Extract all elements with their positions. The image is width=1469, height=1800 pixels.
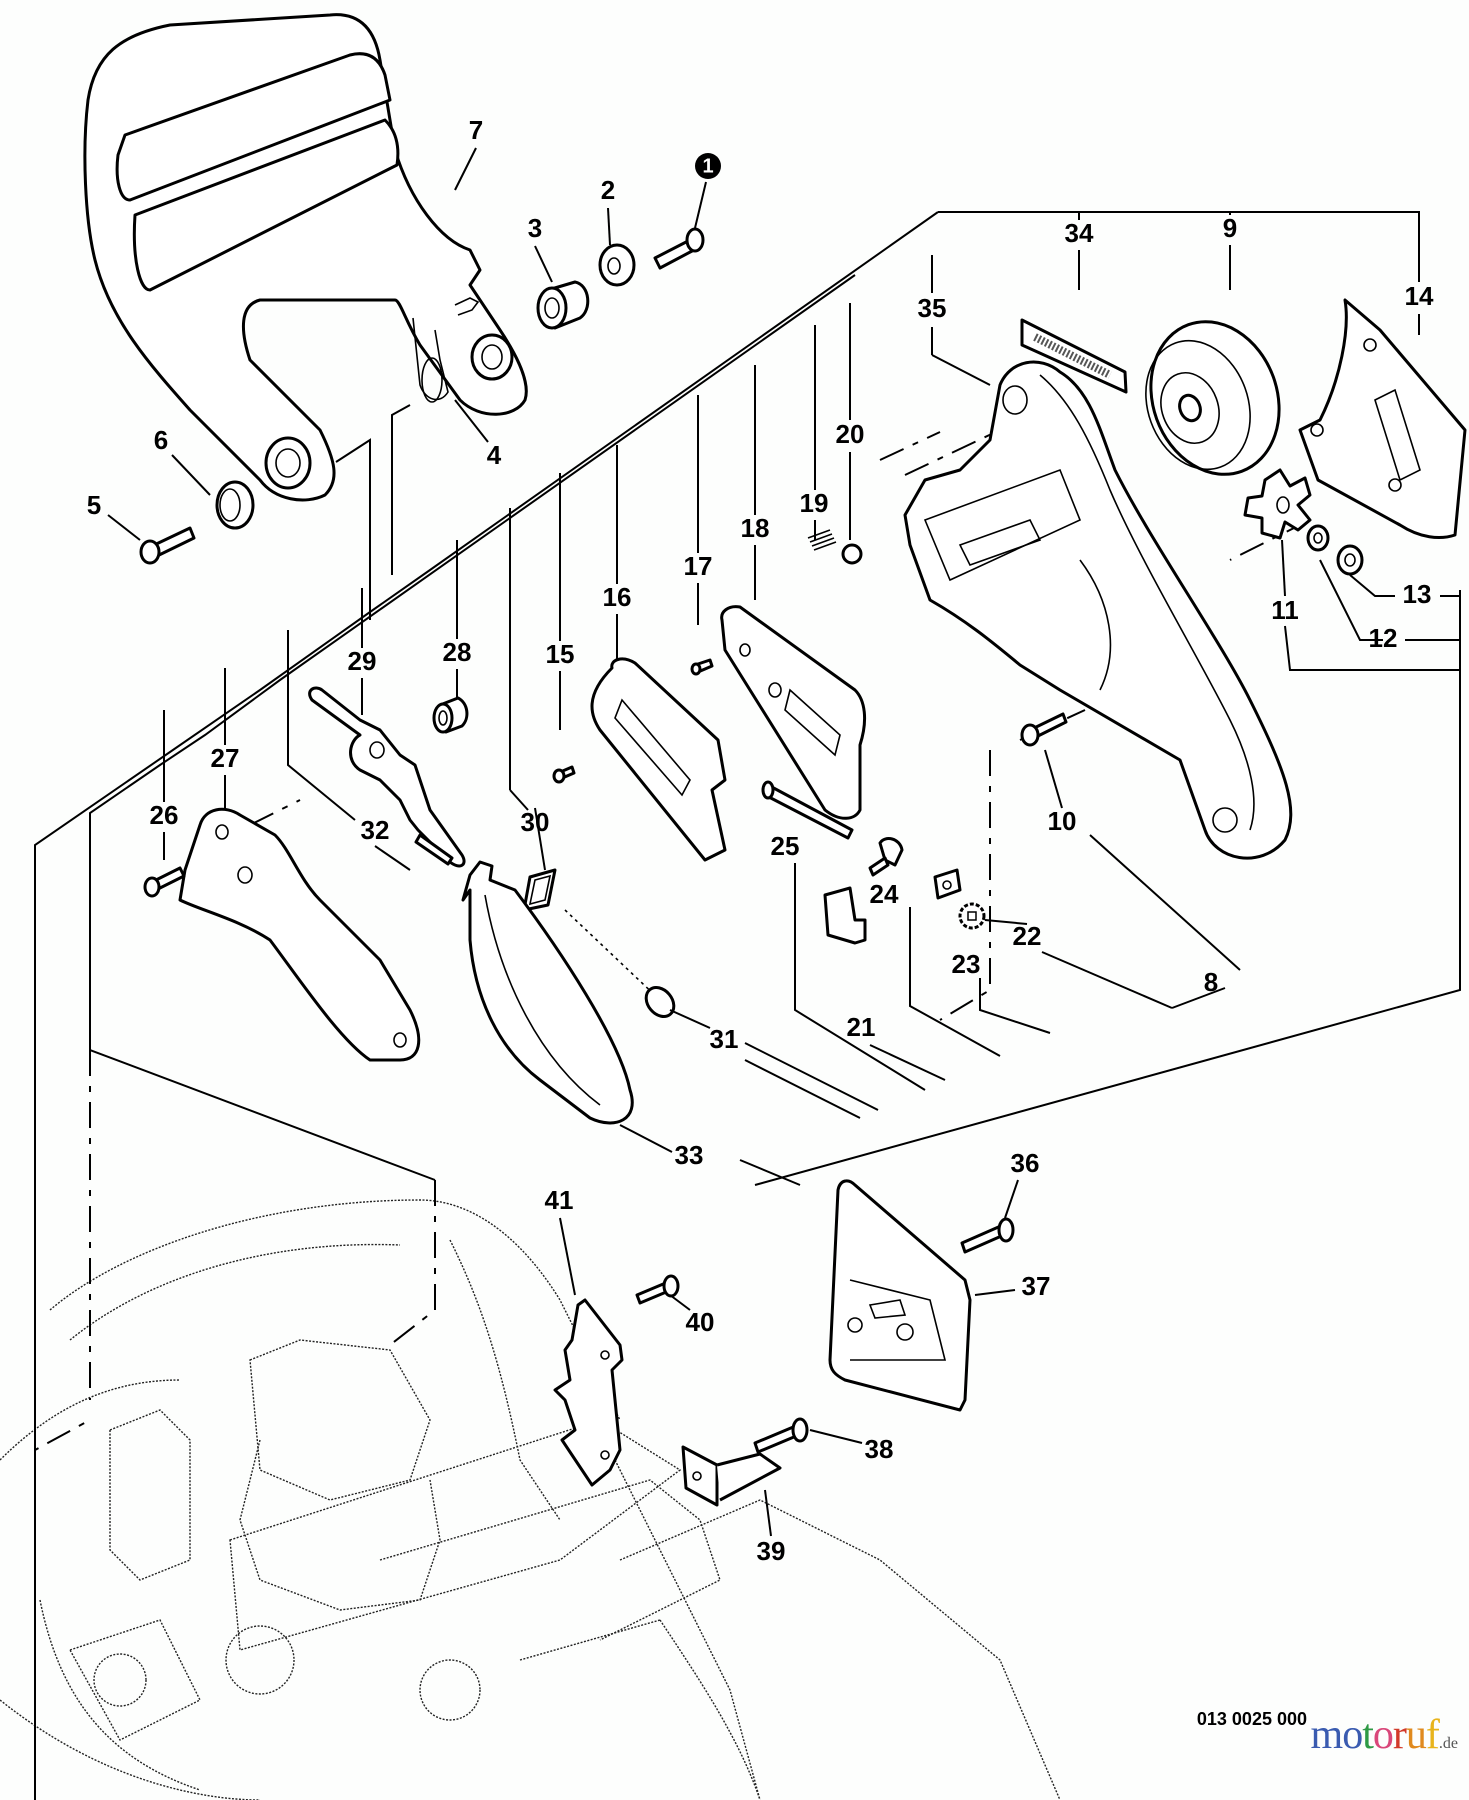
clip-part-21 bbox=[823, 886, 867, 945]
leader-lines bbox=[34, 211, 1461, 1800]
label-leaders bbox=[107, 147, 1286, 1537]
screw-part-5 bbox=[139, 526, 196, 565]
lever-part-29 bbox=[308, 686, 466, 868]
screw-part-26 bbox=[143, 866, 186, 898]
label-33: 33 bbox=[675, 1140, 704, 1170]
label-35: 35 bbox=[918, 293, 947, 323]
label-25: 25 bbox=[771, 831, 800, 861]
watermark-letter: f bbox=[1425, 1712, 1440, 1758]
spike-bumper-part-41 bbox=[553, 1298, 624, 1487]
watermark-letter: u bbox=[1405, 1712, 1427, 1758]
label-40: 40 bbox=[686, 1307, 715, 1337]
watermark-letter: r bbox=[1392, 1712, 1407, 1758]
guide-plate-part-37 bbox=[828, 1179, 972, 1412]
sleeve-part-3 bbox=[536, 280, 590, 330]
drawing-number: 013 0025 000 bbox=[1196, 1709, 1307, 1729]
label-26: 26 bbox=[150, 800, 179, 830]
screw-part-10 bbox=[1020, 712, 1068, 747]
watermark-letter: t bbox=[1362, 1712, 1374, 1758]
spring-part-19 bbox=[807, 529, 837, 551]
star-knob-part-11 bbox=[1243, 468, 1312, 540]
label-17: 17 bbox=[684, 551, 713, 581]
bracket-part-39 bbox=[681, 1445, 782, 1507]
label-2: 2 bbox=[601, 175, 615, 205]
label-38: 38 bbox=[865, 1434, 894, 1464]
label-15: 15 bbox=[546, 639, 575, 669]
label-36: 36 bbox=[1011, 1148, 1040, 1178]
label-20: 20 bbox=[836, 419, 865, 449]
watermark-suffix: .de bbox=[1438, 1735, 1458, 1752]
callout-circle-1 bbox=[695, 153, 721, 179]
label-7: 7 bbox=[469, 115, 483, 145]
screw-part-15 bbox=[552, 765, 576, 784]
label-10: 10 bbox=[1048, 806, 1077, 836]
label-21: 21 bbox=[847, 1012, 876, 1042]
brake-band-part-33 bbox=[461, 860, 634, 1125]
label-29: 29 bbox=[348, 646, 377, 676]
label-12: 12 bbox=[1369, 623, 1398, 653]
label-23: 23 bbox=[952, 949, 981, 979]
spring-part-4 bbox=[412, 317, 449, 403]
bolt-part-25 bbox=[761, 780, 854, 840]
label-22: 22 bbox=[1013, 921, 1042, 951]
pin-part-32 bbox=[414, 833, 454, 866]
side-plate-part-16 bbox=[590, 657, 727, 862]
label-24: 24 bbox=[870, 879, 899, 909]
engine-ghost-outline bbox=[0, 1199, 1061, 1800]
front-handle-part-7 bbox=[83, 13, 528, 502]
label-14: 14 bbox=[1405, 281, 1434, 311]
screw-part-40 bbox=[635, 1274, 680, 1305]
screw-part-36 bbox=[960, 1217, 1015, 1254]
watermark-letter: m bbox=[1310, 1712, 1344, 1758]
label-9: 9 bbox=[1223, 213, 1237, 243]
assembly-lines bbox=[34, 429, 1311, 1800]
label-31: 31 bbox=[710, 1024, 739, 1054]
bushing-part-6 bbox=[215, 480, 255, 530]
label-18: 18 bbox=[741, 513, 770, 543]
label-3: 3 bbox=[528, 213, 542, 243]
callout-label-1: 1 bbox=[702, 155, 713, 177]
washer-part-2 bbox=[598, 243, 636, 287]
screw-part-38 bbox=[753, 1417, 809, 1454]
sleeve-part-28 bbox=[432, 696, 469, 734]
watermark-letter: o bbox=[1372, 1712, 1394, 1758]
screw-part-1 bbox=[653, 227, 705, 270]
label-6: 6 bbox=[154, 425, 168, 455]
watermark-logo: motoruf.de bbox=[1311, 1714, 1458, 1756]
watermark-letter: o bbox=[1342, 1712, 1363, 1758]
label-5: 5 bbox=[87, 490, 101, 520]
label-11: 11 bbox=[1271, 595, 1299, 625]
nut-part-23 bbox=[933, 868, 962, 900]
clutch-cover-part-35 bbox=[903, 360, 1293, 860]
part-labels: 1 2 3 4 5 6 7 8 9 10 11 12 13 14 15 16 1… bbox=[87, 115, 1434, 1566]
label-19: 19 bbox=[800, 488, 829, 518]
brake-plate-part-27 bbox=[178, 807, 421, 1062]
gear-part-22 bbox=[958, 902, 986, 930]
label-28: 28 bbox=[443, 637, 472, 667]
label-8: 8 bbox=[1204, 967, 1218, 997]
guide-plate-part-18 bbox=[720, 605, 867, 820]
clutch-drum-part-9 bbox=[1145, 320, 1281, 476]
screw-part-17 bbox=[690, 658, 714, 676]
spring-part-31 bbox=[564, 909, 676, 1018]
label-27: 27 bbox=[211, 743, 240, 773]
ball-part-20 bbox=[841, 543, 863, 565]
block-part-30 bbox=[522, 868, 557, 912]
decal-part-34 bbox=[1020, 318, 1128, 394]
washer-part-13 bbox=[1336, 544, 1364, 576]
cover-part-14 bbox=[1298, 298, 1467, 539]
label-39: 39 bbox=[757, 1536, 786, 1566]
label-37: 37 bbox=[1022, 1271, 1051, 1301]
label-16: 16 bbox=[603, 582, 632, 612]
label-13: 13 bbox=[1403, 579, 1432, 609]
watermark-text: motoruf bbox=[1310, 1712, 1440, 1758]
pin-part-24 bbox=[868, 837, 904, 877]
washer-part-12 bbox=[1306, 524, 1330, 552]
label-4: 4 bbox=[487, 440, 502, 470]
label-32: 32 bbox=[361, 815, 390, 845]
label-41: 41 bbox=[545, 1185, 574, 1215]
label-34: 34 bbox=[1065, 218, 1094, 248]
